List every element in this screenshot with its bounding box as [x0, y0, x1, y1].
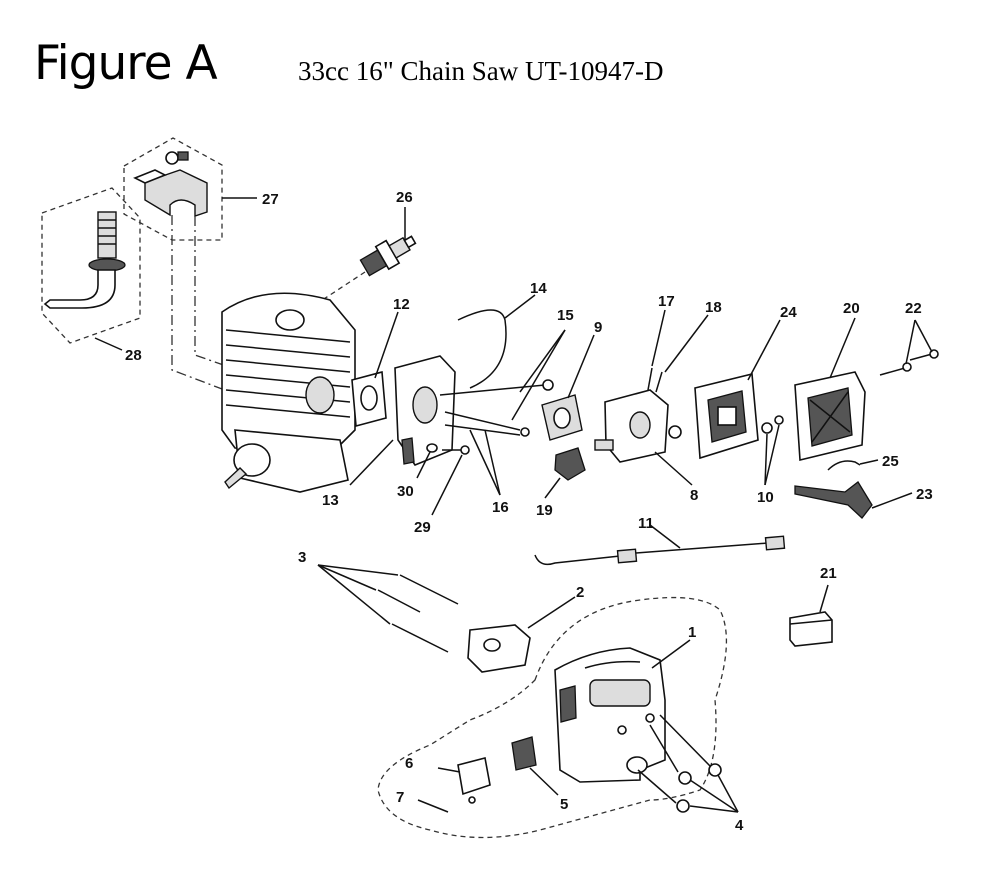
callout-26: 26	[396, 189, 413, 206]
part-22-screws	[879, 349, 939, 376]
part-3-bolts	[377, 574, 459, 653]
callout-4: 4	[735, 817, 744, 834]
part-10-screw-a	[761, 422, 773, 434]
callout-14: 14	[530, 280, 547, 297]
callout-13: 13	[322, 492, 339, 509]
part-4-nuts	[637, 714, 722, 813]
part-26-spark-plug	[294, 235, 417, 319]
callout-25: 25	[882, 453, 899, 470]
part-15-16-screws	[439, 379, 554, 437]
part-7-screw	[468, 796, 476, 804]
callout-1: 1	[688, 624, 696, 641]
callout-22: 22	[905, 300, 922, 317]
housing-dashed-outline	[377, 596, 728, 839]
part-5-grille	[511, 736, 537, 771]
callout-2: 2	[576, 584, 584, 601]
callout-15: 15	[557, 307, 574, 324]
callout-3: 3	[298, 549, 306, 566]
part-23-trigger	[794, 481, 873, 519]
part-28-fuel-fitting	[41, 187, 141, 344]
part-9-insulator	[541, 394, 583, 441]
callout-17: 17	[658, 293, 675, 310]
figure-subtitle: 33cc 16" Chain Saw UT-10947-D	[298, 56, 664, 86]
callout-30: 30	[397, 483, 414, 500]
callout-28: 28	[125, 347, 142, 364]
part-14-fuel-line	[457, 309, 507, 389]
part-30-washer	[426, 443, 438, 453]
part-19-lever	[554, 447, 586, 481]
callout-11: 11	[638, 515, 654, 532]
callout-27: 27	[262, 191, 279, 208]
callout-9: 9	[594, 319, 602, 336]
part-21-block	[789, 611, 833, 647]
callout-29: 29	[414, 519, 431, 536]
part-12-gasket	[351, 370, 387, 428]
part-20-filter-cover	[794, 371, 866, 462]
callout-19: 19	[536, 502, 553, 519]
callout-5: 5	[560, 796, 568, 813]
part-10-screw-b	[774, 415, 784, 425]
part-27-bracket	[123, 137, 223, 241]
part-8-carburetor	[594, 367, 682, 463]
part-11-cable	[534, 535, 786, 566]
part-13-intake	[394, 355, 456, 466]
callout-24: 24	[780, 304, 797, 321]
callout-7: 7	[396, 789, 404, 806]
engine-cylinder	[221, 292, 356, 493]
callout-21: 21	[820, 565, 837, 582]
callout-16: 16	[492, 499, 509, 516]
figure-title: Figure A	[34, 36, 218, 91]
callout-10: 10	[757, 489, 774, 506]
part-24-air-filter	[694, 373, 759, 460]
part-6-block	[457, 757, 491, 796]
callout-12: 12	[393, 296, 410, 313]
part-25-spring	[827, 460, 861, 471]
part-1-housing	[554, 647, 666, 783]
callout-20: 20	[843, 300, 860, 317]
callout-18: 18	[705, 299, 722, 316]
part-2-plate	[467, 624, 531, 673]
part-29-screw	[442, 445, 470, 455]
callout-23: 23	[916, 486, 933, 503]
leader-lines	[94, 197, 933, 813]
callout-6: 6	[405, 755, 413, 772]
callout-8: 8	[690, 487, 698, 504]
